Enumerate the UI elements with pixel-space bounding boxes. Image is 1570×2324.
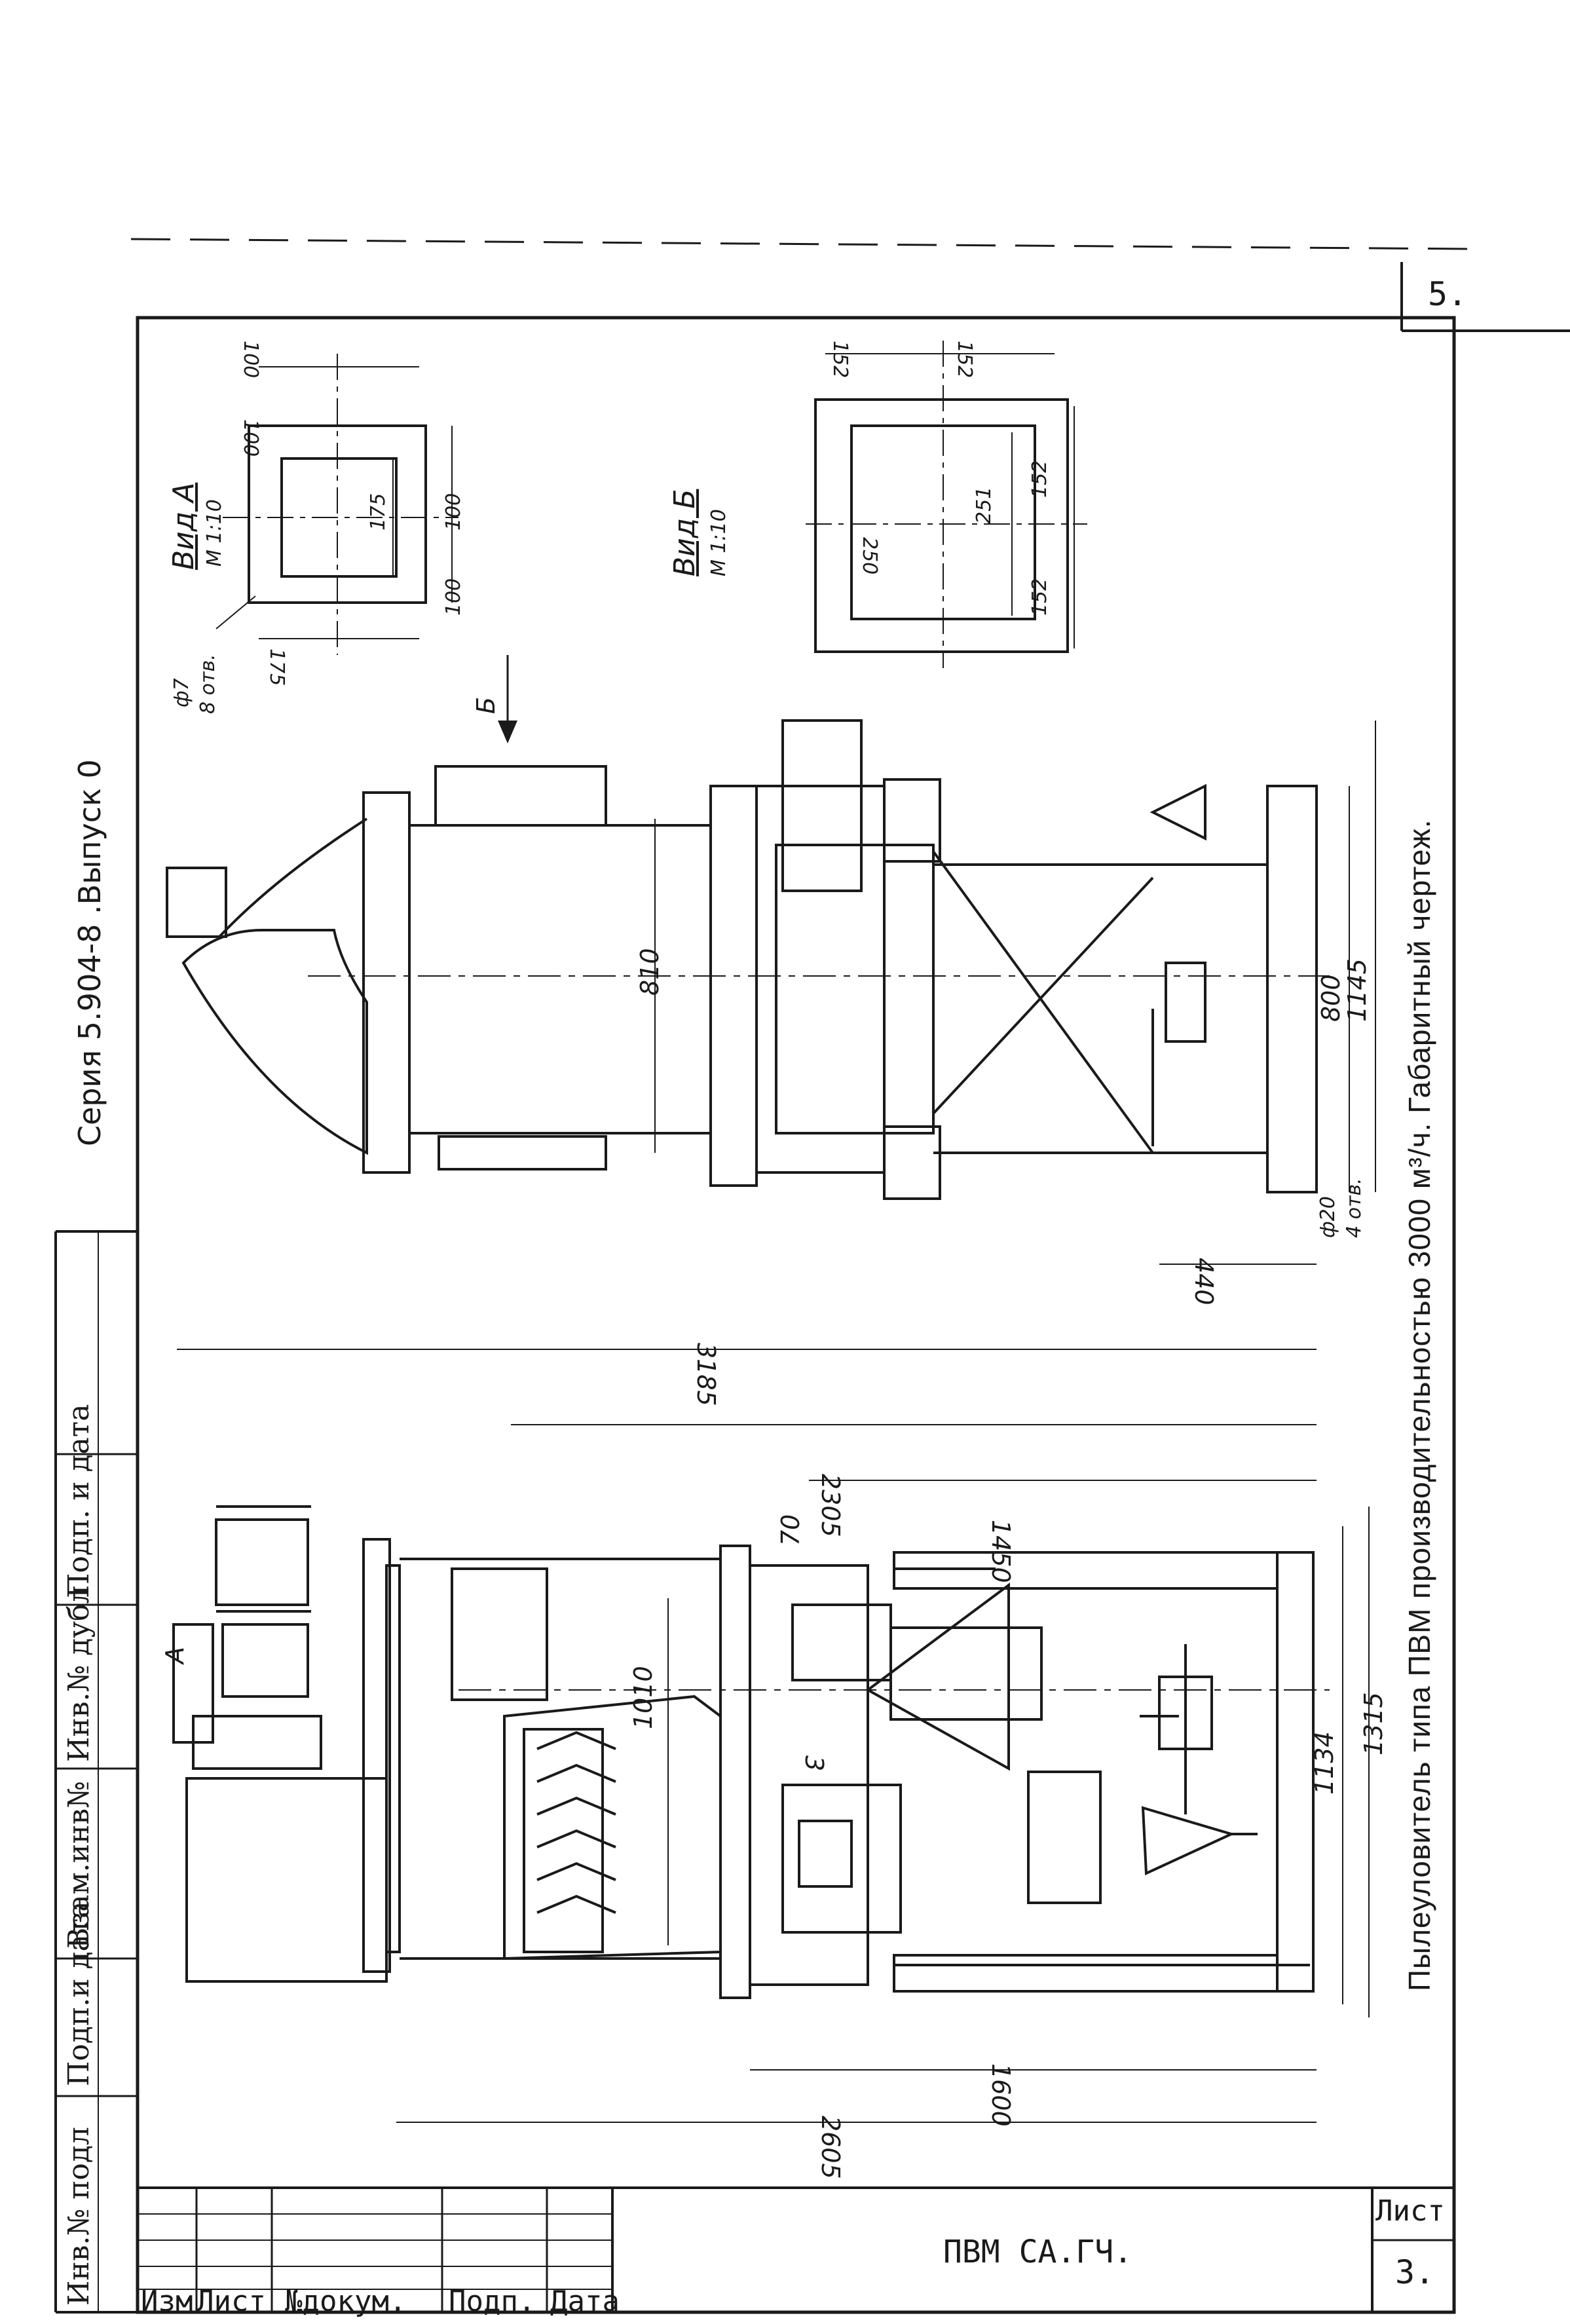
drawing-title: Пылеуловитель типа ПВМ производительност… (1402, 819, 1436, 1992)
header-dash-line (130, 238, 1468, 250)
dim-800: 800 (1317, 974, 1345, 1022)
view-b-dim-top1: 152 (829, 341, 851, 379)
view-b-dim-inner: 250 (858, 537, 881, 575)
view-a-dim-bottom1: 100 (442, 578, 465, 616)
dim-70: 70 (776, 1514, 805, 1546)
stamp-ndokum: №докум. (285, 2285, 407, 2318)
side-view-linework (166, 655, 1376, 1350)
side-inv-podl: Инв.№ подл (62, 2127, 96, 2306)
stamp-data: Дата (550, 2285, 620, 2318)
dim-1600: 1600 (986, 2063, 1015, 2127)
dim-1134: 1134 (1310, 1731, 1339, 1795)
view-b-dim-bottom2: 152 (1028, 460, 1051, 498)
view-a-phi7: ф7 (170, 678, 193, 707)
dim-2305: 2305 (816, 1474, 845, 1537)
dim-1315: 1315 (1359, 1692, 1388, 1755)
front-view-linework (172, 1424, 1370, 2123)
view-b-dim-bottom1: 152 (1028, 578, 1051, 616)
view-b-dim-top2: 152 (953, 341, 976, 379)
view-a-holes8: 8 отв. (196, 654, 219, 714)
stamp-list: Лист (196, 2285, 266, 2318)
side-inv-dubl: Инв.№ дубл (62, 1585, 96, 1763)
arrow-b-label: Б (472, 696, 500, 714)
view-b-label: Вид Б (668, 489, 701, 576)
dim-1450: 1450 (986, 1520, 1015, 1583)
view-a-dim-inner: 175 (367, 493, 390, 531)
dim-440: 440 (1189, 1258, 1218, 1305)
dim-2605: 2605 (816, 2116, 845, 2179)
dim-1010: 1010 (629, 1666, 658, 1729)
side-podp-i-data: Подп. и дата (62, 1404, 96, 1598)
view-a-dim-bottom2: 100 (442, 493, 465, 531)
side-vzam-inv: Взам.инв№ (62, 1781, 96, 1949)
stamp-sheet-value: 3. (1395, 2253, 1435, 2291)
dim-810: 810 (635, 948, 664, 996)
phi20-label: ф20 (1317, 1196, 1339, 1238)
dim-1145: 1145 (1343, 958, 1372, 1022)
page-number: 5. (1428, 275, 1468, 313)
series-label: Серия 5.904-8 .Выпуск 0 (72, 759, 107, 1146)
stamp-izm: Изм (141, 2285, 193, 2318)
holes4-label: 4 отв. (1343, 1178, 1366, 1238)
view-a-dim-top1: 100 (239, 419, 262, 457)
view-b-linework (806, 341, 1087, 668)
view-b-scale: М 1:10 (707, 509, 730, 576)
view-a-linework (215, 354, 458, 655)
view-a-dim-top2: 100 (239, 341, 262, 379)
view-a-label: Вид А (167, 482, 200, 570)
dim-3: 3 (800, 1755, 829, 1772)
dim-3185: 3185 (692, 1343, 720, 1406)
stamp-sheet-label: Лист (1375, 2194, 1445, 2228)
arrow-a-label: А (160, 1647, 189, 1664)
main-frame (136, 316, 1456, 2314)
view-a-dim-left: 175 (265, 648, 288, 686)
stamp-podp: Подп. (449, 2285, 536, 2318)
view-a-scale: М 1:10 (203, 499, 226, 567)
view-b-dim-inner2: 251 (973, 486, 996, 524)
stamp-code: ПВМ СА.ГЧ. (943, 2234, 1132, 2270)
